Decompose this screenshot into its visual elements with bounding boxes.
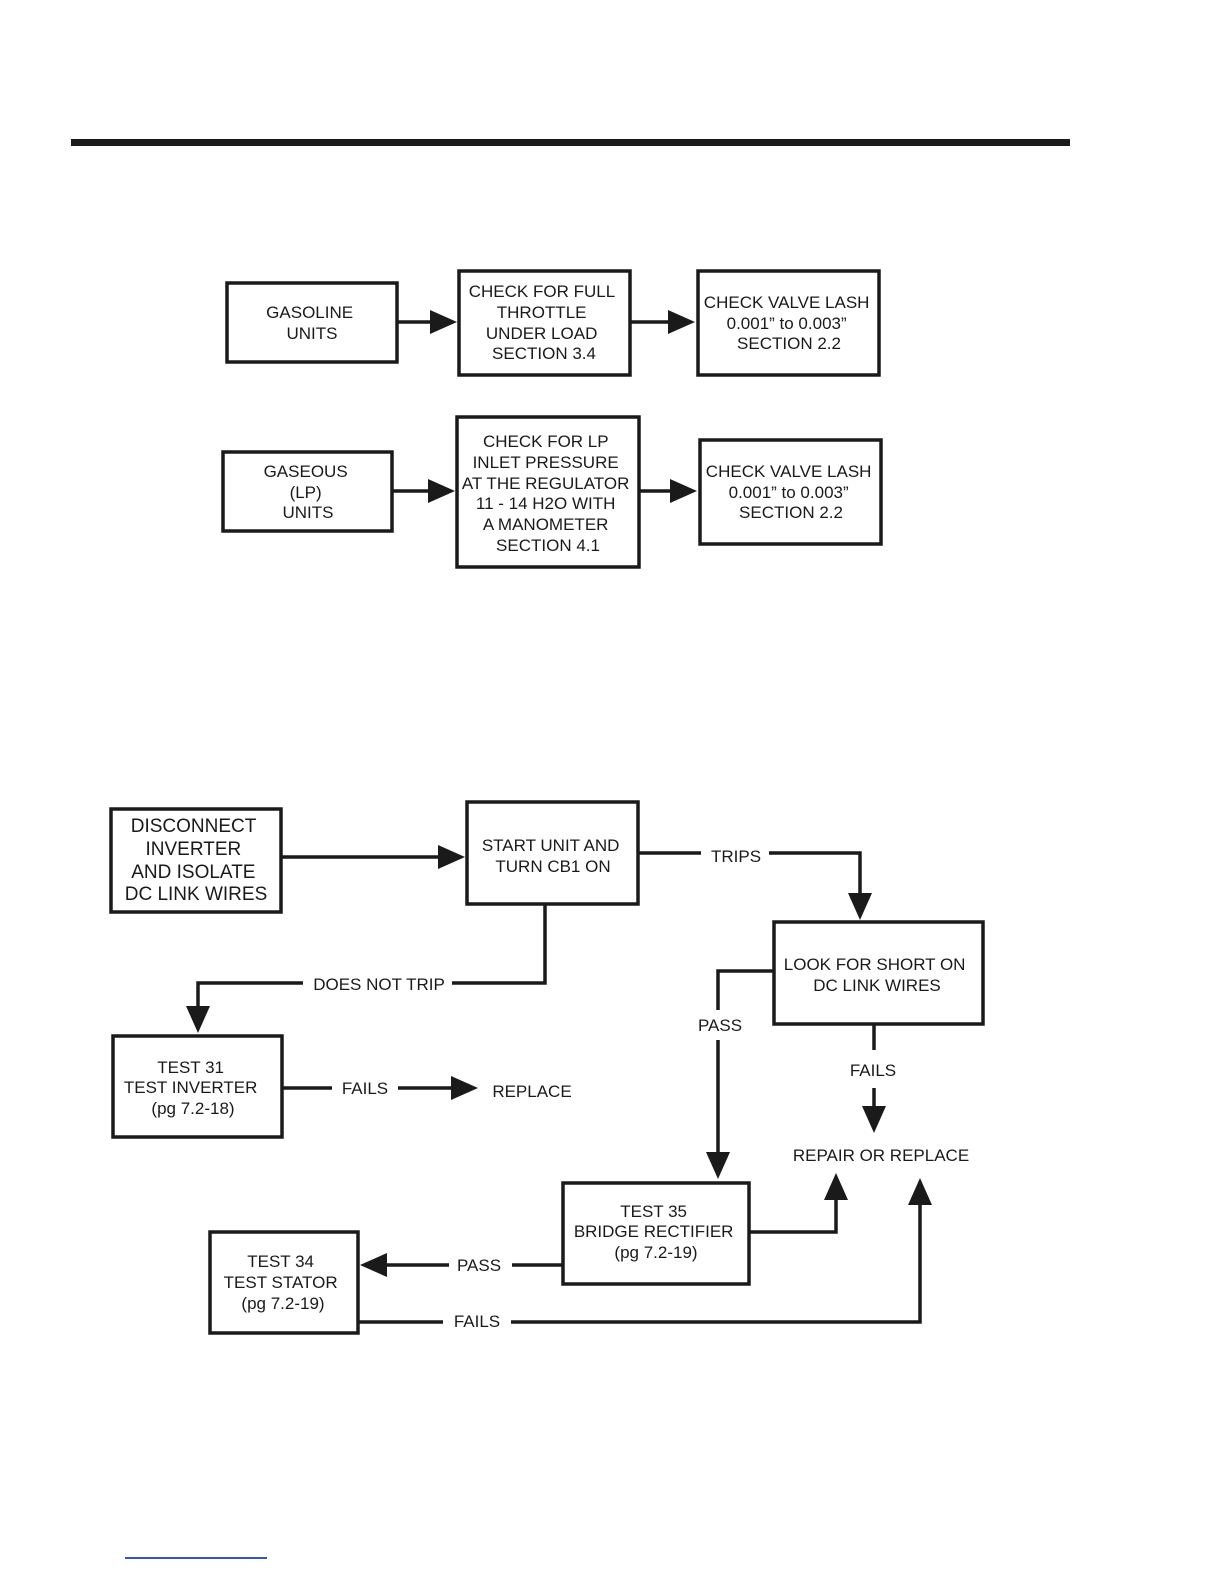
start-unit-text: START UNIT AND TURN CB1 ON bbox=[482, 836, 624, 876]
label-repair-or-replace: REPAIR OR REPLACE bbox=[793, 1146, 969, 1165]
arrow-test34-fails bbox=[358, 1178, 932, 1324]
arrow-test35-pass bbox=[360, 1253, 563, 1277]
arrow-test31-fails bbox=[282, 1076, 478, 1100]
label-fails-short: FAILS bbox=[850, 1061, 896, 1080]
arrow-short-fails bbox=[862, 1024, 886, 1133]
look-short-box bbox=[772, 920, 985, 1026]
test34-box bbox=[208, 1230, 360, 1335]
look-short-text: LOOK FOR SHORT ON DC LINK WIRES bbox=[784, 955, 970, 995]
valve-lash-text-2: CHECK VALVE LASH 0.001” to 0.003” SECTIO… bbox=[706, 462, 876, 522]
arrow-short-pass bbox=[706, 969, 774, 1179]
footer-link-underline bbox=[125, 1557, 267, 1559]
start-unit-box bbox=[465, 800, 640, 906]
arrow-gaseous-to-lp bbox=[392, 479, 455, 503]
test34-text: TEST 34 TEST STATOR (pg 7.2-19) bbox=[224, 1252, 343, 1313]
full-throttle-box bbox=[457, 269, 632, 377]
label-fails-inverter: FAILS bbox=[342, 1079, 388, 1098]
full-throttle-text: CHECK FOR FULL THROTTLE UNDER LOAD SECTI… bbox=[469, 282, 620, 363]
test35-text: TEST 35 BRIDGE RECTIFIER (pg 7.2-19) bbox=[574, 1202, 738, 1262]
gaseous-units-box bbox=[221, 450, 394, 533]
arrow-gasoline-to-throttle bbox=[397, 310, 457, 334]
label-fails-stator: FAILS bbox=[454, 1312, 500, 1331]
label-pass-short: PASS bbox=[698, 1016, 742, 1035]
gaseous-units-text: GASEOUS (LP) UNITS bbox=[264, 462, 353, 522]
arrow-does-not-trip bbox=[186, 904, 547, 1033]
top-rule bbox=[71, 139, 1070, 146]
gasoline-units-box bbox=[225, 281, 399, 364]
disconnect-text: DISCONNECT INVERTER AND ISOLATE DC LINK … bbox=[125, 816, 268, 905]
label-trips: TRIPS bbox=[711, 847, 761, 866]
diagram-b: DISCONNECT INVERTER AND ISOLATE DC LINK … bbox=[109, 800, 985, 1335]
arrow-throttle-to-valve-lash bbox=[630, 310, 695, 334]
arrow-disconnect-to-start bbox=[281, 845, 465, 869]
valve-lash-box-1 bbox=[696, 269, 881, 377]
arrow-lp-to-valve-lash bbox=[639, 479, 697, 503]
test31-text: TEST 31 TEST INVERTER (pg 7.2-18) bbox=[124, 1058, 262, 1118]
arrow-trips bbox=[638, 851, 872, 920]
arrow-test35-to-repair bbox=[749, 1173, 848, 1234]
disconnect-box bbox=[109, 807, 283, 914]
diagram-a: GASOLINE UNITS CHECK FOR FULL THROTTLE U… bbox=[221, 269, 883, 569]
label-replace: REPLACE bbox=[492, 1082, 571, 1101]
label-pass-rectifier: PASS bbox=[457, 1256, 501, 1275]
lp-pressure-text: CHECK FOR LP INLET PRESSURE AT THE REGUL… bbox=[462, 432, 634, 555]
test35-box bbox=[561, 1181, 751, 1286]
valve-lash-text-1: CHECK VALVE LASH 0.001” to 0.003” SECTIO… bbox=[704, 293, 874, 353]
valve-lash-box-2 bbox=[698, 438, 883, 546]
label-does-not-trip: DOES NOT TRIP bbox=[313, 975, 445, 994]
gasoline-units-text: GASOLINE UNITS bbox=[266, 303, 358, 343]
